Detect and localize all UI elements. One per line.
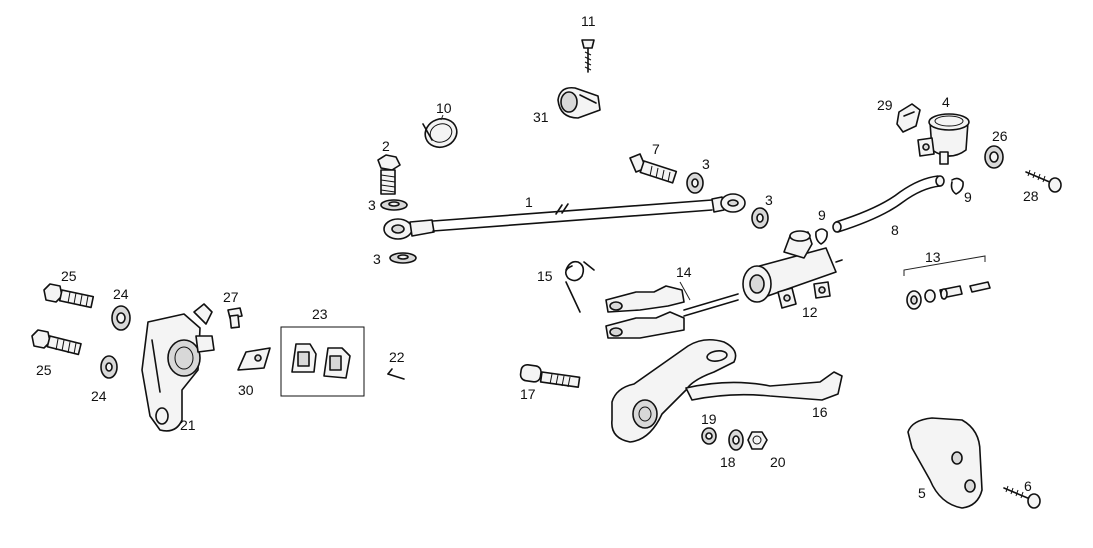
part-2-banjo-bolt: [377, 154, 401, 195]
part-9-clip-lower: [815, 228, 828, 245]
callout-3-right1: 3: [702, 156, 710, 172]
part-23-brake-pads: [280, 326, 365, 397]
part-6-screw: [1003, 485, 1041, 509]
callout-17: 17: [520, 386, 536, 402]
callout-11: 11: [581, 13, 596, 29]
leader-10: [440, 114, 444, 121]
part-7-banjo-bolt: [629, 153, 678, 184]
callout-22: 22: [389, 349, 405, 365]
part-16-brake-pedal: [611, 338, 843, 443]
part-3-washer-right2: [751, 207, 769, 229]
part-4-reservoir: [917, 113, 970, 165]
callout-2: 2: [382, 138, 390, 154]
callout-3-upper: 3: [368, 197, 376, 213]
part-31-clamp: [557, 86, 601, 119]
part-21-caliper: [141, 303, 215, 432]
callout-3-lower: 3: [373, 251, 381, 267]
part-18-washer: [728, 429, 744, 451]
callout-4: 4: [942, 94, 950, 110]
part-3-washer-upper: [380, 199, 408, 211]
callout-21: 21: [180, 417, 196, 433]
part-11-screw: [581, 39, 595, 73]
callout-13: 13: [925, 249, 941, 265]
part-22-pin: [387, 368, 405, 380]
part-1-brake-hose: [383, 193, 746, 240]
callout-6: 6: [1024, 478, 1032, 494]
callout-1: 1: [525, 194, 533, 210]
part-28-screw: [1025, 169, 1062, 193]
part-26-washer: [984, 145, 1004, 169]
part-12-master-cylinder: [742, 230, 843, 309]
callout-27: 27: [223, 289, 239, 305]
part-29-bracket: [896, 103, 921, 133]
part-30-pad-spring: [237, 347, 271, 371]
callout-9-left: 9: [818, 207, 826, 223]
callout-29: 29: [877, 97, 893, 113]
callout-26: 26: [992, 128, 1008, 144]
callout-30: 30: [238, 382, 254, 398]
part-5-heel-guard: [907, 417, 983, 509]
callout-3-right2: 3: [765, 192, 773, 208]
callout-31: 31: [533, 109, 549, 125]
part-3-washer-right1: [686, 172, 704, 194]
part-19-washer: [701, 427, 717, 445]
part-9-clip-upper: [950, 177, 964, 195]
callout-18: 18: [720, 454, 736, 470]
callout-labels: 11 31 10 2 3 3 1 7 3 3 29 4 26 9 28 9 8 …: [36, 13, 1039, 501]
part-15-spring: [564, 260, 595, 313]
part-13-pin-kit: [903, 255, 991, 310]
part-24-washer-lower: [100, 355, 118, 379]
part-14-push-rod: [605, 281, 739, 339]
callout-28: 28: [1023, 188, 1039, 204]
callout-5: 5: [918, 485, 926, 501]
callout-12: 12: [802, 304, 818, 320]
callout-20: 20: [770, 454, 786, 470]
callout-23: 23: [312, 306, 328, 322]
part-24-washer-upper: [111, 305, 131, 331]
part-25-bolt-lower: [31, 329, 82, 356]
part-27-bleed-screw: [227, 307, 243, 329]
callout-25-upper: 25: [61, 268, 77, 284]
callout-24-lower: 24: [91, 388, 107, 404]
part-10-hose-clip: [422, 117, 458, 149]
callout-8: 8: [891, 222, 899, 238]
callout-7: 7: [652, 141, 660, 157]
part-20-nut: [747, 431, 768, 450]
part-25-bolt-upper: [43, 283, 95, 309]
callout-16: 16: [812, 404, 828, 420]
callout-15: 15: [537, 268, 553, 284]
callout-14: 14: [676, 264, 692, 280]
part-3-washer-lower: [389, 252, 417, 264]
part-17-bolt: [519, 363, 581, 388]
callout-24-upper: 24: [113, 286, 129, 302]
part-8-hose: [832, 175, 945, 233]
callout-9-right: 9: [964, 189, 972, 205]
callout-10: 10: [436, 100, 452, 116]
callout-25-lower: 25: [36, 362, 52, 378]
callout-19: 19: [701, 411, 717, 427]
